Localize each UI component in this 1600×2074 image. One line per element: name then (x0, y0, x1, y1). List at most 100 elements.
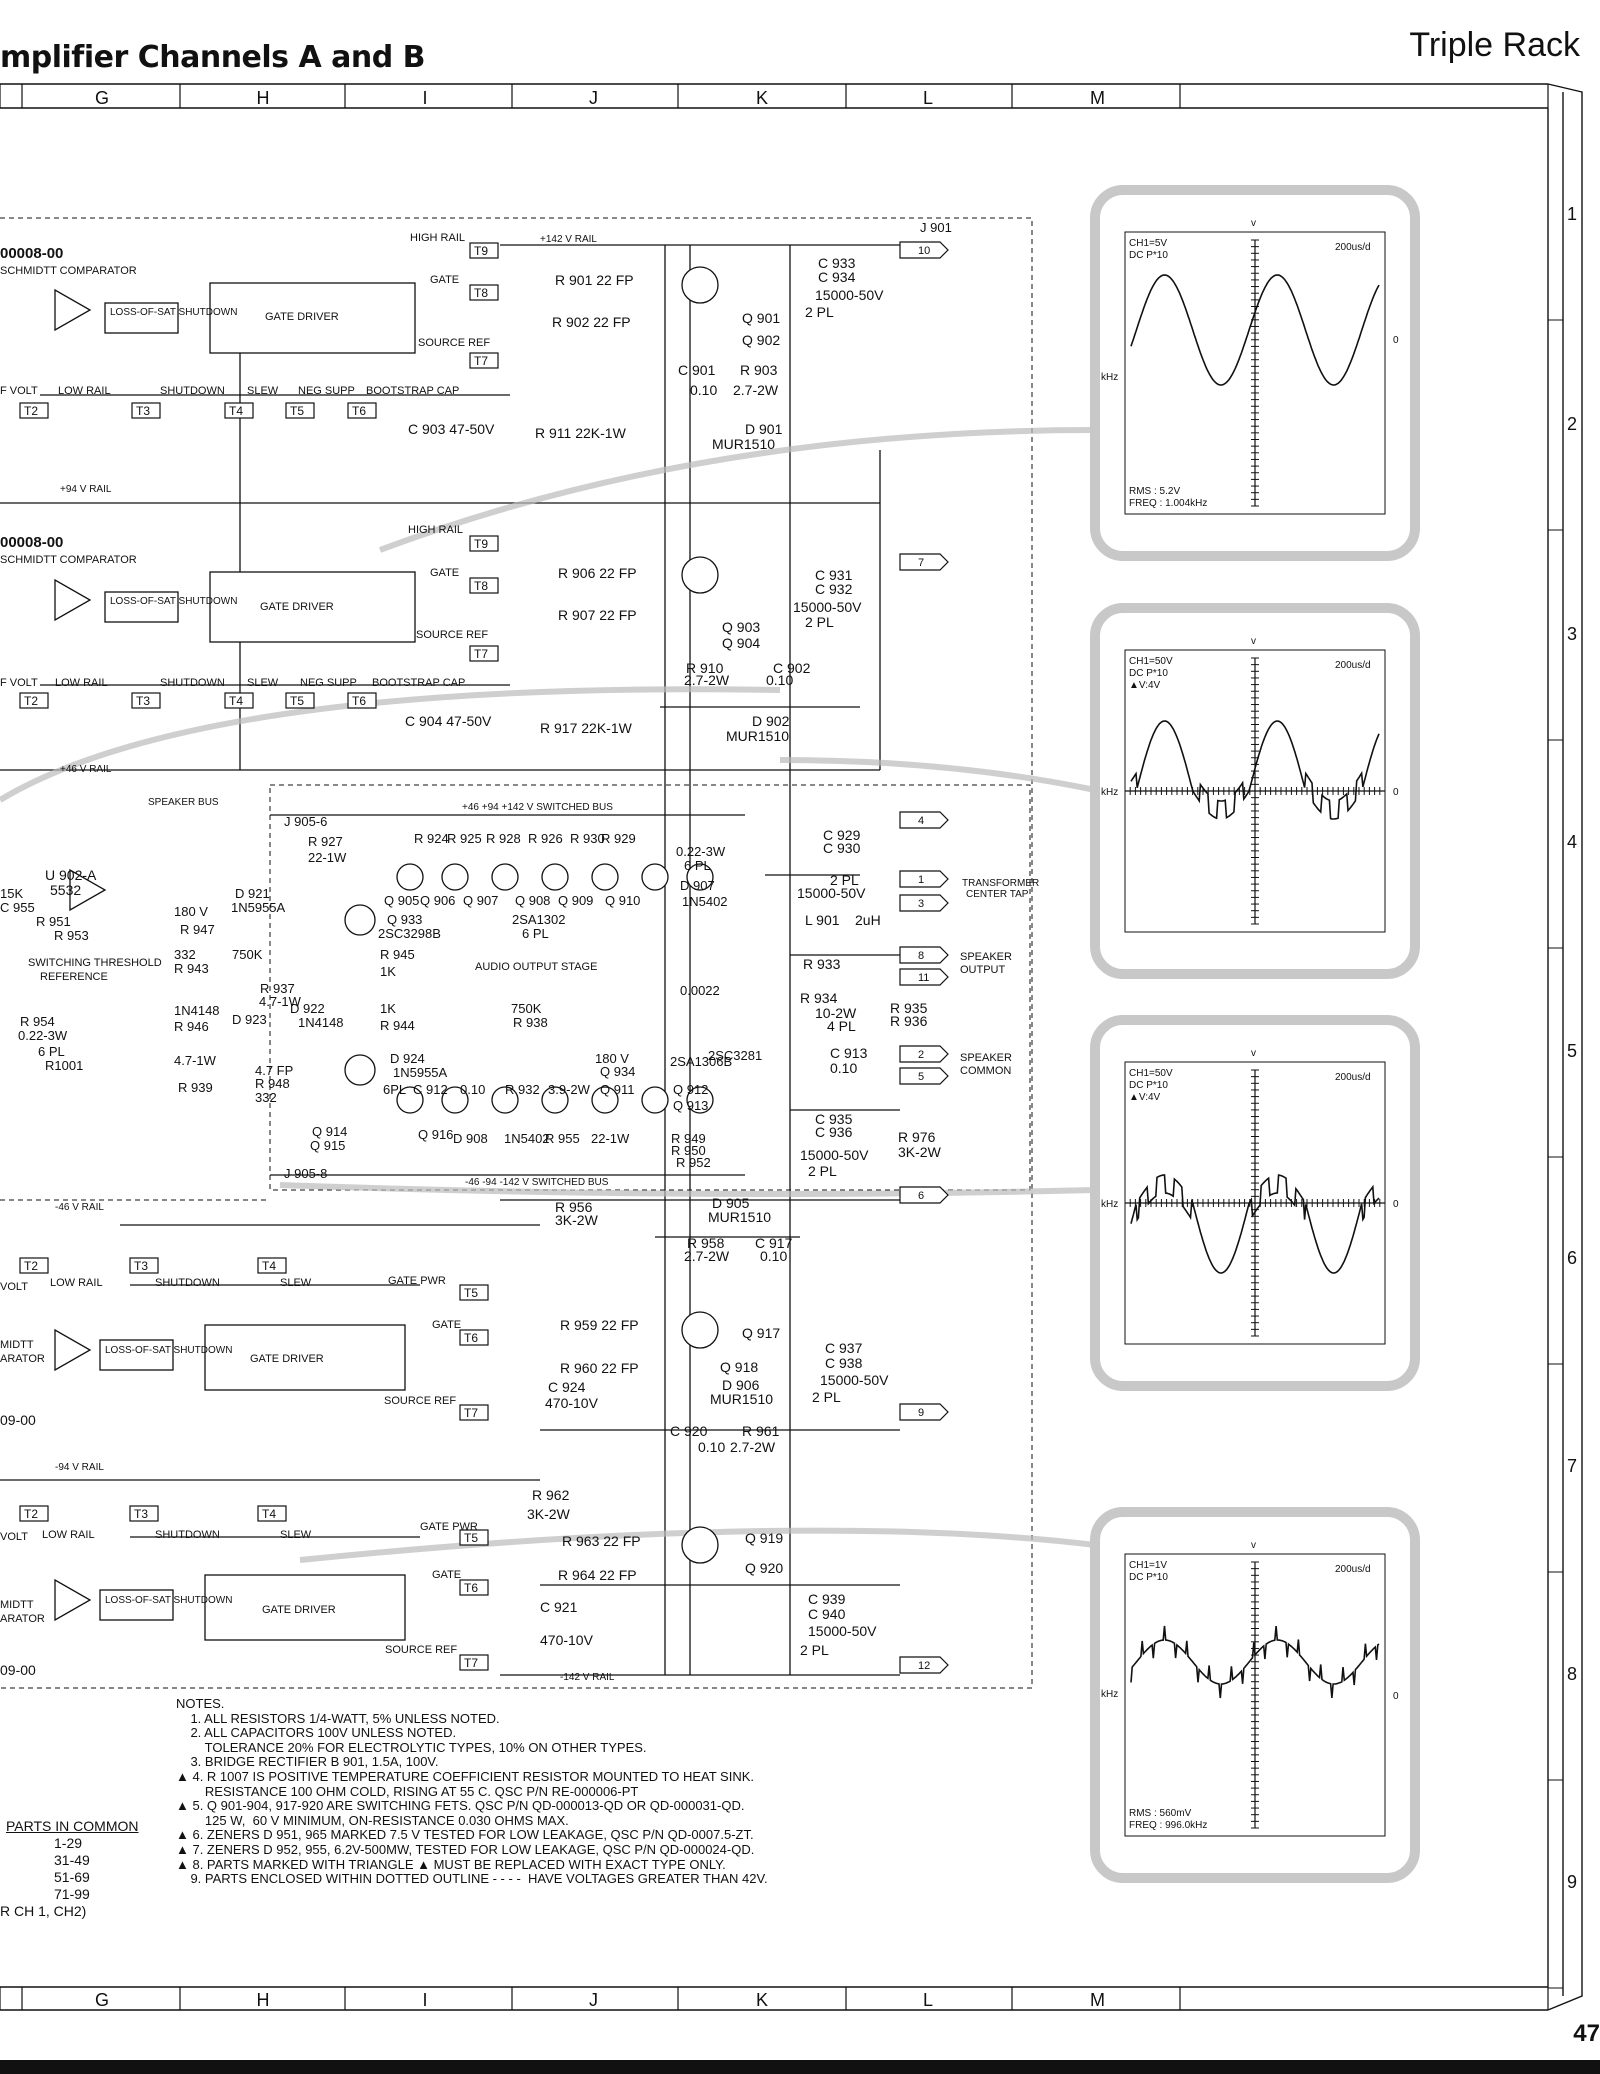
right-part-label: C 913 (830, 1045, 868, 1061)
rail-neg142: -142 V RAIL (560, 1672, 615, 1683)
bottom-part-a: Q 917 (742, 1325, 780, 1341)
output-part-label: 6PL (383, 1082, 406, 1097)
bottom-term: GATE PWR (420, 1521, 478, 1533)
output-part-label: D 908 (453, 1131, 488, 1146)
output-part-label: C 912 (413, 1082, 448, 1097)
output-part-label: C 955 (0, 900, 35, 915)
output-part-label: 180 V (174, 904, 208, 919)
output-part-label: R 928 (486, 831, 521, 846)
bottom-term: VOLT (0, 1531, 28, 1543)
j901-label: J 901 (920, 220, 952, 235)
transistor-symbol (344, 904, 376, 936)
scope-readout: FREQ : 1.004kHz (1129, 498, 1207, 509)
terminal-tag: T8 (474, 286, 488, 300)
right-part-label: 0.10 (830, 1060, 857, 1076)
scope-setting: CH1=1V (1129, 1560, 1167, 1571)
scope-unit: kHz (1101, 372, 1118, 383)
row-label-6: 6 (1567, 1248, 1577, 1268)
output-part-label: Q 933 (387, 912, 422, 927)
terminal-tag: T5 (464, 1286, 478, 1300)
rail-142: +142 V RAIL (540, 234, 597, 245)
hv-outline (0, 217, 1033, 1689)
bottom-part-a: R 960 22 FP (560, 1360, 639, 1376)
bottom-term: SLEW (280, 1529, 312, 1541)
transistor-symbol (541, 1086, 569, 1114)
notes-heading: NOTES. (176, 1696, 225, 1711)
scope-readout: RMS : 5.2V (1129, 486, 1180, 497)
parts-range-3: 51-69 (54, 1869, 90, 1885)
terminal-tag: T7 (474, 354, 488, 368)
output-part-label: R 939 (178, 1080, 213, 1095)
terminal-tag: T5 (464, 1531, 478, 1545)
part-no-2: 09-00 (0, 1662, 36, 1678)
transistor-symbol (344, 1054, 376, 1086)
scope-timebase: 200us/d (1335, 1072, 1371, 1083)
bottom-part-b: 3K-2W (527, 1506, 571, 1522)
r907: R 907 22 FP (558, 607, 637, 623)
output-part-label: Q 916 (418, 1127, 453, 1142)
parts-range-2: 31-49 (54, 1852, 90, 1868)
right-part-label: R 934 (800, 990, 838, 1006)
comparator-label-2: SCHMIDTT COMPARATOR (0, 554, 137, 566)
bottom-term: SOURCE REF (385, 1644, 457, 1656)
c904: C 904 47-50V (405, 713, 492, 729)
parts-range-4: 71-99 (54, 1886, 90, 1902)
rail-neg46: -46 V RAIL (55, 1202, 104, 1213)
output-part-label: R1001 (45, 1058, 83, 1073)
bottom-term: SHUTDOWN (155, 1529, 220, 1541)
r901: R 901 22 FP (555, 272, 634, 288)
oss-block-1: LOSS-OF-SAT SHUTDOWN (110, 307, 237, 318)
terminal-tag: T9 (474, 244, 488, 258)
bottom-part-a: C 917 (755, 1235, 793, 1251)
terminal-tag: T4 (229, 694, 243, 708)
bottom-part-a: D 906 (722, 1377, 760, 1393)
bottom-part-a: R 958 (687, 1235, 725, 1251)
col-label-H: H (257, 88, 270, 108)
output-part-label: Q 913 (673, 1098, 708, 1113)
schematic-labels: 00008-00 SCHMIDTT COMPARATOR 00008-00 SC… (0, 220, 952, 1188)
output-part-label: R 937 (260, 981, 295, 996)
output-part-label: 180 V (595, 1051, 629, 1066)
transistor-symbol (491, 1086, 519, 1114)
page-number: 47 (1573, 2020, 1600, 2047)
bottom-term: VOLT (0, 1281, 28, 1293)
scope-unit: kHz (1101, 1199, 1118, 1210)
bottom-part-b: C 939 (808, 1591, 846, 1607)
bottom-part-b: R 964 22 FP (558, 1567, 637, 1583)
output-part-label: 2SA1302 (512, 912, 566, 927)
cmp-3: MIDTT (0, 1599, 34, 1611)
right-part-label: 2 PL (808, 1163, 837, 1179)
pin-arrow (899, 968, 949, 986)
pin-arrow (899, 241, 949, 259)
speaker-common-label: SPEAKER (960, 1052, 1012, 1064)
output-part-label: Q 934 (600, 1064, 635, 1079)
switched-bus-pos: +46 +94 +142 V SWITCHED BUS (462, 802, 613, 813)
bottom-part-a: R 961 (742, 1423, 780, 1439)
output-part-label: 3.9-2W (548, 1082, 591, 1097)
output-part-label: 1N4148 (174, 1003, 220, 1018)
scope-trace (1130, 274, 1380, 386)
term-slew: SLEW (247, 385, 279, 397)
terminal-tag: T5 (290, 694, 304, 708)
output-part-label: R 944 (380, 1018, 415, 1033)
scope-setting: DC P*10 (1129, 250, 1168, 261)
cmp-2: ARATOR (0, 1353, 45, 1365)
right-part-label: 2 PL (830, 872, 859, 888)
comparator-part: 00008-00 (0, 245, 63, 262)
parts-range-1: 1-29 (54, 1835, 83, 1851)
output-part-label: R 951 (36, 914, 71, 929)
output-part-label: R 938 (513, 1015, 548, 1030)
threshold-2: REFERENCE (40, 971, 108, 983)
term-slew-2: SLEW (247, 677, 279, 689)
scope-timebase: 200us/d (1335, 1564, 1371, 1575)
row-label-5: 5 (1567, 1041, 1577, 1061)
c902-val: 0.10 (766, 672, 793, 688)
transformer-label-2: CENTER TAP (966, 889, 1029, 900)
j905-6: J 905-6 (284, 814, 327, 829)
pin-arrow (899, 870, 949, 888)
transistor-symbol (591, 1086, 619, 1114)
u902: U 902-A (45, 867, 97, 883)
